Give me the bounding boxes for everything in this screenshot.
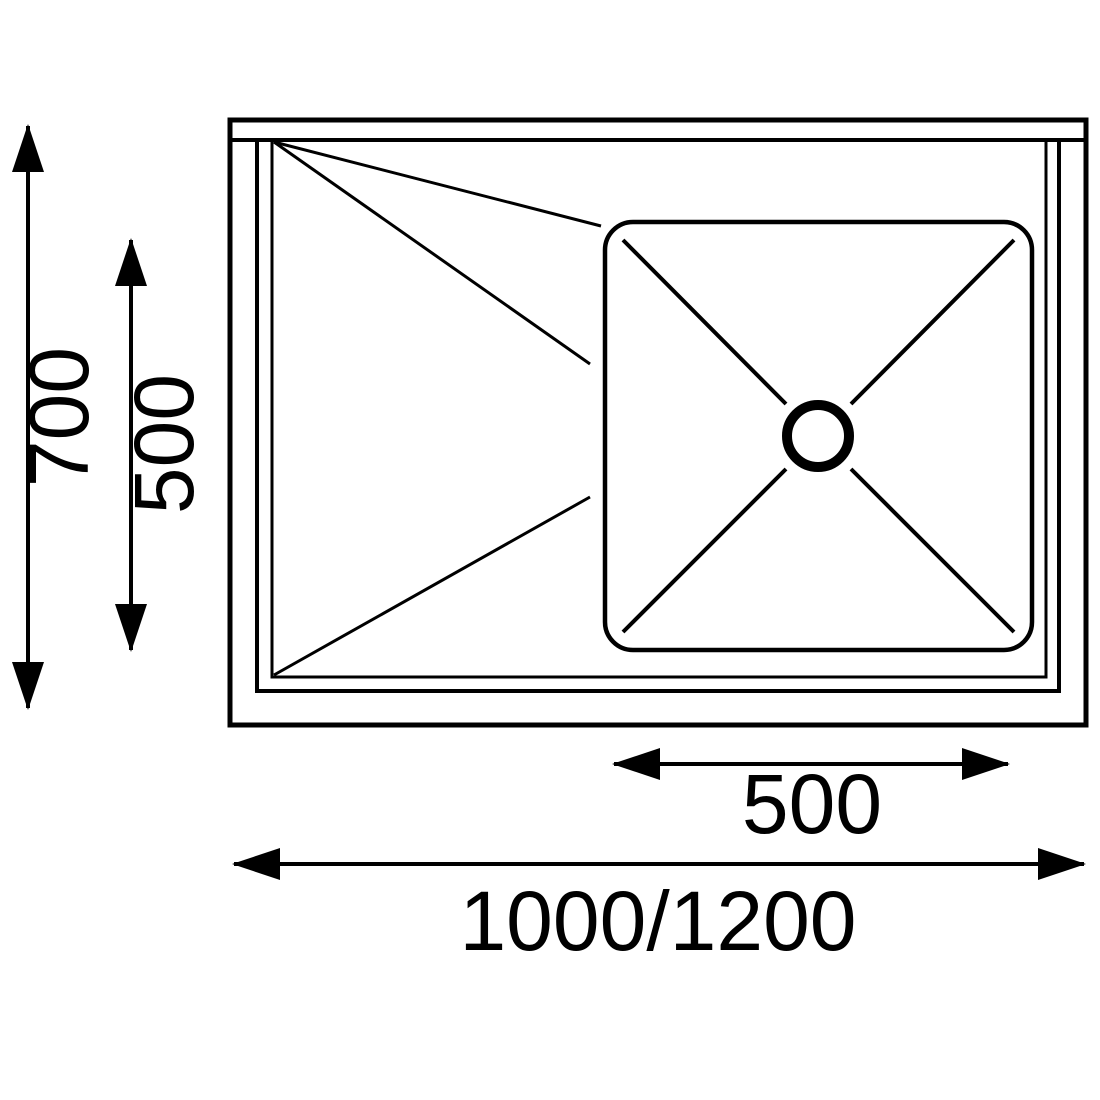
drain-hole bbox=[782, 400, 854, 472]
sink-outer-edge bbox=[227, 117, 1089, 728]
sink-inner-edge bbox=[270, 138, 1048, 679]
bowl-diagonal-bottom-left bbox=[621, 467, 788, 634]
drainer-groove-line bbox=[273, 140, 591, 366]
dim-overall-depth-label: 700 bbox=[12, 347, 106, 487]
sink-bowl bbox=[602, 219, 1035, 653]
dim-bowl-width-label: 500 bbox=[742, 757, 882, 851]
dim-inner-depth-label: 500 bbox=[117, 374, 211, 514]
drainer-groove-line bbox=[273, 495, 591, 677]
dim-overall-width-label: 1000/1200 bbox=[459, 874, 856, 968]
drainer-groove-line bbox=[273, 140, 602, 228]
bowl-diagonal-bottom-right bbox=[849, 467, 1016, 634]
bowl-diagonal-top-left bbox=[621, 238, 788, 406]
bowl-diagonal-top-right bbox=[849, 238, 1016, 406]
